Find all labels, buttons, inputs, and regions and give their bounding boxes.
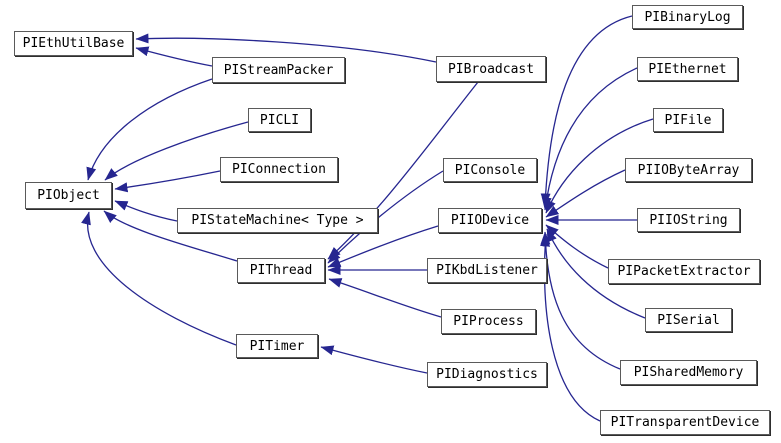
- class-node-pi-object[interactable]: PIObject: [25, 182, 112, 209]
- inheritance-edge-pi-binary-log-to-pi-io-device: [540, 15, 633, 207]
- class-node-pi-connection[interactable]: PIConnection: [220, 157, 338, 182]
- class-node-pi-binary-log[interactable]: PIBinaryLog: [632, 5, 743, 29]
- class-node-pi-shared-memory[interactable]: PISharedMemory: [620, 360, 757, 385]
- inheritance-edge-pi-shared-memory-to-pi-io-device: [540, 231, 621, 370]
- inheritance-edge-pi-stream-packer-to-pi-object: [86, 78, 213, 181]
- inheritance-edge-pi-packet-extractor-to-pi-io-device: [545, 224, 609, 269]
- class-node-pi-process[interactable]: PIProcess: [441, 309, 536, 334]
- class-node-pi-timer[interactable]: PITimer: [236, 334, 318, 358]
- inheritance-edge-pi-serial-to-pi-io-device: [546, 228, 646, 319]
- inheritance-edge-pi-timer-to-pi-object: [81, 211, 237, 346]
- inheritance-edge-pi-broadcast-to-pi-thread: [327, 81, 479, 260]
- inheritance-edge-pi-process-to-pi-thread: [328, 278, 442, 318]
- class-node-pi-broadcast[interactable]: PIBroadcast: [436, 56, 546, 82]
- inheritance-edge-pi-console-to-pi-thread: [327, 170, 444, 264]
- class-node-pi-io-string[interactable]: PIIOString: [637, 208, 740, 232]
- class-node-pi-console[interactable]: PIConsole: [443, 158, 537, 182]
- class-node-pi-state-machine[interactable]: PIStateMachine< Type >: [177, 208, 378, 233]
- class-node-pi-transparent-device[interactable]: PITransparentDevice: [600, 410, 770, 435]
- inheritance-edge-pi-diagnostics-to-pi-timer: [320, 345, 428, 374]
- class-node-pi-eth-util-base[interactable]: PIEthUtilBase: [14, 31, 133, 56]
- class-node-pi-stream-packer[interactable]: PIStreamPacker: [212, 57, 345, 83]
- inheritance-edge-pi-state-machine-to-pi-object: [114, 200, 178, 222]
- inheritance-edge-pi-broadcast-to-pi-eth-util-base: [135, 33, 437, 63]
- inheritance-edge-pi-ethernet-to-pi-io-device: [541, 67, 638, 211]
- inheritance-edge-pi-connection-to-pi-object: [114, 170, 221, 193]
- inheritance-edge-pi-io-byte-array-to-pi-io-device: [545, 169, 626, 218]
- inheritance-edge-pi-io-device-to-pi-thread: [327, 225, 439, 268]
- inheritance-edge-pi-transparent-device-to-pi-io-device: [540, 233, 601, 422]
- class-node-pi-kbd-listener[interactable]: PIKbdListener: [427, 258, 547, 283]
- inheritance-edge-pi-file-to-pi-io-device: [545, 118, 654, 214]
- inheritance-edge-pi-stream-packer-to-pi-eth-util-base: [135, 46, 213, 67]
- class-node-pi-ethernet[interactable]: PIEthernet: [637, 57, 738, 81]
- class-node-pi-io-device[interactable]: PIIODevice: [438, 208, 542, 233]
- class-node-pi-io-byte-array[interactable]: PIIOByteArray: [625, 158, 752, 182]
- class-node-pi-serial[interactable]: PISerial: [645, 308, 732, 332]
- inheritance-edge-pi-cli-to-pi-object: [104, 121, 249, 181]
- class-node-pi-packet-extractor[interactable]: PIPacketExtractor: [608, 259, 760, 284]
- inheritance-edge-pi-thread-to-pi-object: [103, 210, 238, 262]
- class-node-pi-cli[interactable]: PICLI: [248, 108, 311, 132]
- class-node-pi-diagnostics[interactable]: PIDiagnostics: [427, 362, 547, 387]
- class-node-pi-file[interactable]: PIFile: [653, 108, 723, 132]
- class-node-pi-thread[interactable]: PIThread: [237, 258, 325, 283]
